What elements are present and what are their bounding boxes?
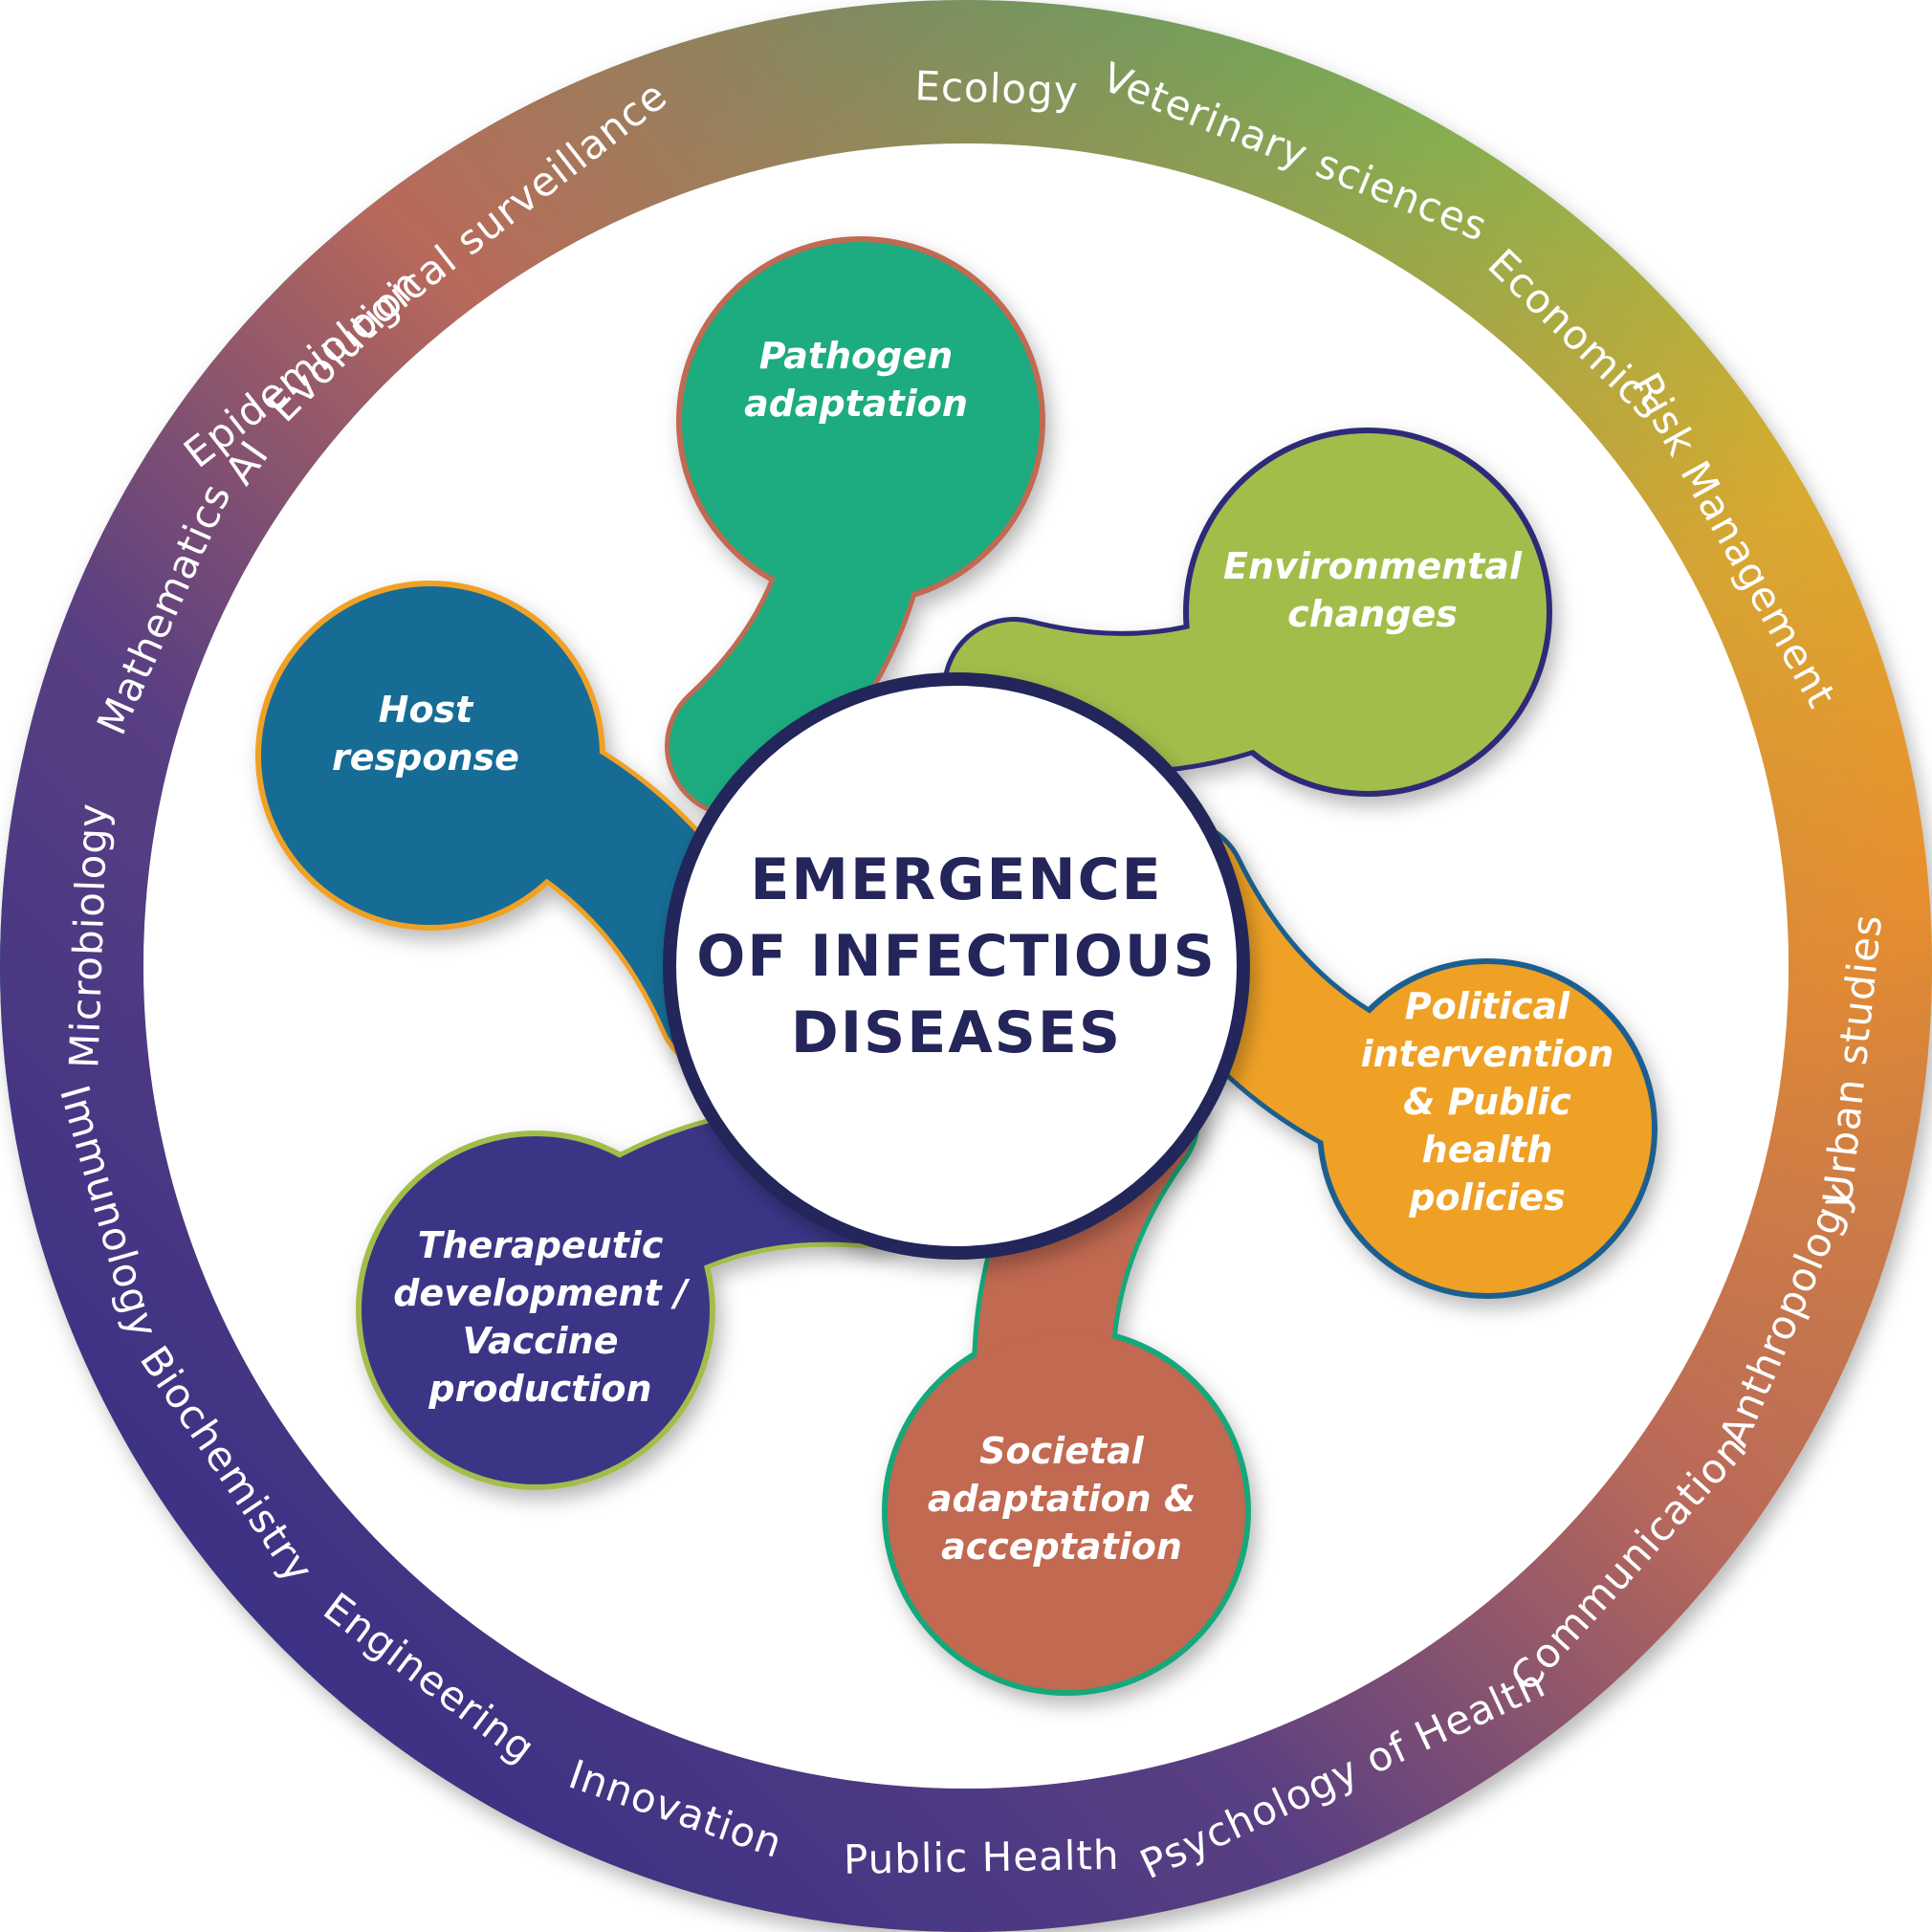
petal-label-political: health: [1422, 1129, 1553, 1171]
discipline-label: Public Health: [844, 1832, 1120, 1883]
petal-label-political: policies: [1408, 1176, 1565, 1218]
petal-head-fill: [683, 243, 1039, 599]
petal-label-societal: adaptation &: [928, 1478, 1196, 1520]
petal-label-host: Host: [379, 689, 475, 731]
petal-head-fill: [1190, 434, 1546, 790]
petal-head-fill: [1324, 965, 1651, 1292]
center-title-line-3: DISEASES: [791, 999, 1122, 1066]
petal-label-therapeutic: production: [428, 1368, 651, 1410]
petal-label-societal: Societal: [979, 1430, 1145, 1472]
petal-label-therapeutic: Vaccine: [462, 1320, 618, 1362]
petal-label-societal: acceptation: [941, 1526, 1182, 1568]
petal-label-host: response: [332, 736, 519, 779]
petal-label-environment: Environmental: [1223, 545, 1523, 587]
petal-label-pathogen: Pathogen: [759, 335, 953, 377]
petal-label-therapeutic: development /: [393, 1272, 691, 1314]
petal-label-political: & Public: [1403, 1081, 1571, 1123]
center-circle: [663, 672, 1250, 1260]
petal-label-environment: changes: [1287, 593, 1458, 635]
petal-label-pathogen: adaptation: [744, 383, 968, 425]
petal-head-fill: [262, 587, 599, 924]
petal-label-political: intervention: [1361, 1033, 1614, 1075]
center-title-line-2: OF INFECTIOUS: [696, 923, 1217, 990]
discipline-label: Microbiology: [60, 801, 117, 1068]
petal-label-political: Political: [1405, 985, 1570, 1027]
petal-head-fill: [889, 1333, 1244, 1689]
center-title: EMERGENCE OF INFECTIOUS DISEASES: [696, 846, 1217, 1066]
petal-label-therapeutic: Therapeutic: [418, 1224, 664, 1266]
petal-pathogen: [665, 236, 1045, 818]
center-title-line-1: EMERGENCE: [750, 846, 1162, 913]
discipline-label: Ecology: [914, 62, 1080, 115]
petal-head-fill: [362, 1137, 709, 1483]
